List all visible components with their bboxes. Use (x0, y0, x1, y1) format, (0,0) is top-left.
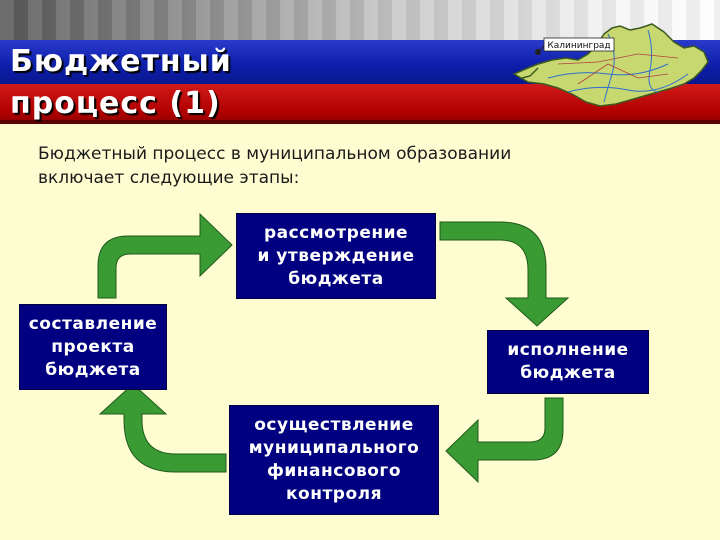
stage-review-line2: и утверждение (257, 245, 415, 266)
arrow-execution-to-control (445, 397, 564, 484)
stage-drafting-line1: составление (28, 313, 158, 334)
stage-execution-line1: исполнение (507, 340, 629, 360)
stage-review-box: рассмотрение и утверждение бюджета (236, 213, 436, 299)
stage-execution-box: исполнение бюджета (487, 330, 649, 394)
intro-line2: включает следующие этапы: (38, 168, 300, 188)
stage-control-line3: финансового (267, 461, 401, 481)
map-city-label: Калининград (547, 41, 610, 51)
stage-control-box: осуществление муниципального финансового… (229, 405, 439, 515)
arrow-control-to-drafting (98, 383, 227, 473)
stage-control-line1: осуществление (254, 415, 414, 435)
stage-control-line4: контроля (285, 484, 383, 504)
slide-title-line2: процесс (1) (10, 86, 221, 121)
intro-line1: Бюджетный процесс в муниципальном образо… (38, 144, 512, 164)
header-pattern-strip (0, 0, 720, 40)
stage-execution-line2: бюджета (520, 363, 616, 383)
slide-title-line1: Бюджетный (10, 44, 232, 79)
stage-drafting-box: составление проекта бюджета (19, 304, 167, 390)
intro-text: Бюджетный процесс в муниципальном образо… (38, 142, 678, 190)
stage-review-line1: рассмотрение (263, 222, 409, 243)
stage-drafting-line2: проекта (51, 336, 135, 357)
region-map-icon: Калининград (512, 23, 709, 107)
arrow-drafting-to-review (97, 212, 233, 299)
arrow-review-to-execution (439, 221, 570, 327)
stage-review-line3: бюджета (288, 268, 384, 289)
stage-drafting-line3: бюджета (45, 359, 141, 380)
stage-control-line2: муниципального (248, 438, 420, 458)
